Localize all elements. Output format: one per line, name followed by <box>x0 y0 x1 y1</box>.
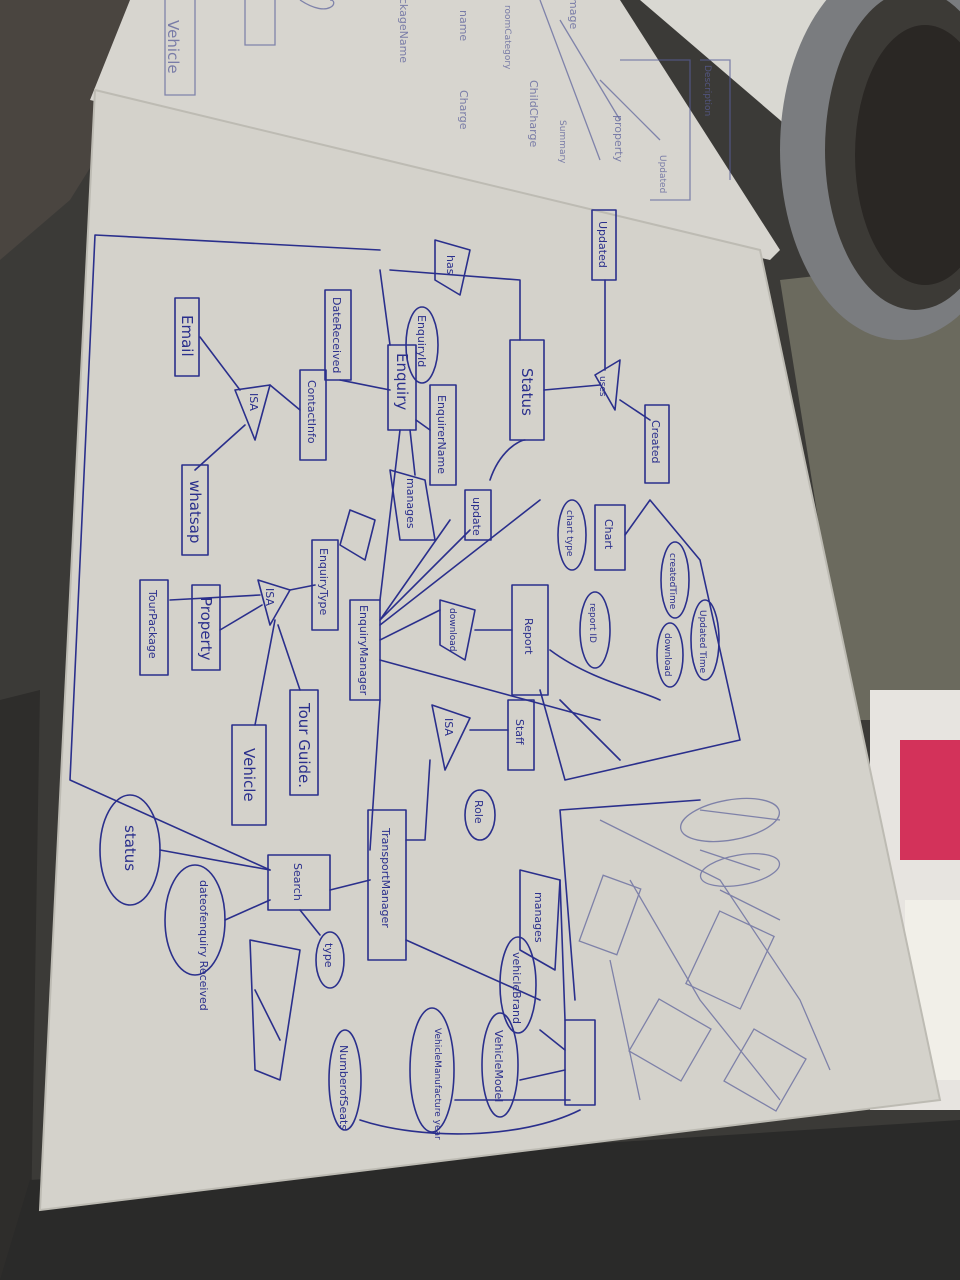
entity-report <box>511 584 549 696</box>
entity-staff <box>507 699 535 771</box>
isa-triangle-contact <box>234 384 271 441</box>
label-download-report: download <box>447 608 457 652</box>
label-enquiry: Enquiry <box>393 353 411 410</box>
label-updated: Updated <box>596 221 609 268</box>
label-name: name <box>457 10 470 41</box>
label-update: update <box>470 497 483 536</box>
attr-created-time <box>660 541 690 619</box>
attr-whatsapp <box>181 464 209 556</box>
label-has: has <box>444 255 457 275</box>
label-tour-guide: Tour Guide. <box>295 702 313 788</box>
label-vehicle-brand: vehicleBrand <box>510 952 523 1024</box>
entity-transport-manager <box>367 809 407 961</box>
label-uses: uses <box>597 376 607 397</box>
attr-date-received <box>324 289 352 381</box>
label-manages-enquiry: manages <box>404 478 417 529</box>
attr-vehicle-brand <box>499 936 537 1034</box>
label-search: Search <box>291 863 304 901</box>
entity-tour-package <box>139 579 169 676</box>
label-vehicle-model: VehicleModel <box>492 1030 505 1102</box>
label-date-enquiry-received: dateofenquiry Received <box>197 880 210 1011</box>
label-manages-vehicle: manages <box>532 892 545 943</box>
label-charge: Charge <box>457 90 470 130</box>
label-enquiry-id: EnquiryId <box>415 315 428 367</box>
attr-enquirer-name <box>429 384 457 486</box>
label-created-time: createdTime <box>667 553 677 610</box>
attr-enquiry-id <box>405 306 439 384</box>
label-date-received: DateReceived <box>330 297 343 373</box>
label-whatsapp: whatsap <box>186 480 204 543</box>
label-enquiry-type: EnquiryType <box>317 548 330 615</box>
rel-deals <box>339 509 376 561</box>
attr-updated <box>591 209 617 281</box>
entity-enquiry-manager <box>349 599 381 701</box>
entity-search <box>267 854 331 911</box>
attr-email <box>174 297 200 377</box>
attr-created <box>644 404 670 484</box>
label-chart-type: chart type <box>564 510 574 557</box>
label-vehicle: Vehicle <box>240 748 258 802</box>
entity-property <box>191 584 221 671</box>
label-description: Description <box>702 65 712 116</box>
entity-chart <box>594 504 626 571</box>
label-image: image <box>567 0 580 29</box>
rel-download <box>439 599 476 661</box>
label-vehicle-top: Vehicle <box>164 20 182 74</box>
paper-sheet <box>40 90 940 1210</box>
label-summary: Summary <box>557 120 567 164</box>
attr-number-of-seats <box>328 1029 362 1131</box>
label-role: Role <box>472 800 485 824</box>
label-child-charge: ChildCharge <box>527 80 540 147</box>
label-vehicle-manufacture-year: VehicleManufacture year <box>432 1028 442 1140</box>
label-report-id: report ID <box>587 603 597 643</box>
entity-enquiry <box>387 344 417 431</box>
attr-role <box>464 789 496 841</box>
attr-updated-time <box>690 599 720 681</box>
label-staff: Staff <box>513 719 526 745</box>
attr-vehicle-manufacture-year <box>409 1007 455 1133</box>
entity-vehicle <box>231 724 267 826</box>
attr-report-id <box>579 591 611 669</box>
label-isa-type: ISA <box>263 588 276 606</box>
label-property-top: property <box>612 115 625 163</box>
isa-triangle-type <box>257 579 291 626</box>
label-tour-package: TourPackage <box>146 589 159 659</box>
label-contact-info: ContactInfo <box>305 380 318 444</box>
attr-download-chart <box>656 622 684 688</box>
attr-chart-type <box>557 499 587 571</box>
label-package-name: PackageName <box>397 0 410 63</box>
rel-has <box>434 239 471 296</box>
label-created: Created <box>649 420 662 464</box>
label-transport-manager: TransportManager <box>379 827 392 928</box>
back-sheet <box>150 0 960 300</box>
label-enquiry-manager: EnquiryManager <box>357 605 370 696</box>
label-updated-top: Updated <box>657 155 667 193</box>
label-type: type <box>322 943 335 968</box>
label-room-category: roomCategory <box>502 5 512 70</box>
rel-manages-enquiry <box>389 469 436 541</box>
isa-triangle-staff <box>431 704 471 771</box>
label-chart: Chart <box>602 519 615 550</box>
rel-manages-vehicle <box>519 869 561 971</box>
label-report: Report <box>522 618 535 655</box>
entity-tour-guide <box>289 689 319 796</box>
label-email: Email <box>178 315 196 357</box>
attr-vehicle-model <box>481 1012 519 1118</box>
rel-update <box>464 489 492 541</box>
attr-contact-info <box>299 369 327 461</box>
label-status: Status <box>518 368 536 416</box>
rel-uses <box>594 359 621 411</box>
label-updated-time: Updated Time <box>697 610 707 674</box>
entity-vehicle-lower <box>564 1019 596 1106</box>
label-isa-contact: ISA <box>247 393 260 411</box>
label-number-of-seats: NumberofSeats <box>337 1045 350 1130</box>
label-download-chart: download <box>662 633 672 677</box>
label-enquirer-name: EnquirerName <box>435 395 448 474</box>
label-status-attr: status <box>121 825 139 871</box>
label-isa-staff: ISA <box>442 718 455 736</box>
attr-type <box>315 931 345 989</box>
label-property: Property <box>197 597 215 661</box>
